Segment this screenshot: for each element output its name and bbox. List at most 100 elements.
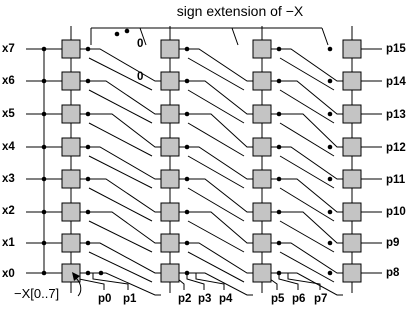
cell-r1-c1	[160, 71, 180, 91]
cell-link-r6-c2	[271, 242, 343, 274]
right-labels: p15 p14 p13 p12 p11 p10 p9 p8	[386, 43, 406, 279]
cell-r0-c2	[252, 39, 272, 59]
right-output-dot-1	[327, 78, 333, 84]
bottom-output-wire-1	[92, 273, 129, 290]
link-dot-r2-c0	[85, 111, 91, 117]
diag-wire-r2-c1	[187, 122, 245, 157]
row-label-x4: x4	[2, 141, 15, 153]
link-dot-r4-c0	[85, 176, 91, 182]
row-input-dot-2	[41, 111, 47, 117]
link-dot-r6-c1	[184, 240, 190, 246]
right-output-dot-0	[327, 46, 333, 52]
row-input-dot-3	[41, 144, 47, 150]
sign-extension-dot-b	[124, 28, 130, 34]
cell-r0-c1	[160, 39, 180, 59]
link-dot-r3-c0	[85, 144, 91, 150]
cell-r6-c0	[61, 233, 81, 253]
neg-x-input-label: −X[0..7]	[14, 286, 59, 301]
diag-wire-r2-c2	[279, 122, 335, 157]
row-input-dot-4	[41, 176, 47, 182]
cell-r3-c2	[252, 137, 272, 157]
link-dot-r7-c2	[276, 270, 282, 276]
cell-r5-c2	[252, 202, 272, 222]
diag-wire-r3-c0	[88, 155, 153, 189]
row-input-dot-7	[41, 270, 47, 276]
cell-r4-c2	[252, 169, 272, 189]
link-dot-r7-c0	[85, 270, 91, 276]
link-dot-r1-c1	[184, 78, 190, 84]
row-label-x3: x3	[2, 173, 15, 185]
link-dot-r0-c0	[85, 46, 91, 52]
right-output-dot-2	[327, 111, 333, 117]
cell-r0-c3	[342, 39, 362, 59]
cell-link-r6-c1	[179, 242, 253, 274]
link-dot-r6-c2	[276, 240, 282, 246]
row-label-x1: x1	[2, 237, 15, 249]
link-dot-r0-c2	[276, 46, 282, 52]
sign-extension-drop-1	[139, 27, 147, 46]
cell-link-r5-c1	[179, 211, 253, 244]
diag-wire-r6-c2	[279, 251, 335, 283]
sign-extension-title: sign extension of −X	[177, 3, 304, 19]
diag-wire-r2-c0	[88, 122, 153, 157]
cell-link-r3-c1	[179, 146, 253, 180]
cell-link-r6-c0	[80, 242, 161, 274]
cell-r6-c2	[252, 233, 272, 253]
output-label-p6: p6	[292, 293, 305, 305]
diag-wire-r6-c0	[88, 251, 153, 283]
diag-wire-r3-c1	[187, 155, 245, 189]
cell-link-r1-c0	[80, 80, 161, 115]
output-label-p8: p8	[386, 267, 400, 279]
cell-r3-c0	[61, 137, 81, 157]
cell-r0-c0	[61, 39, 81, 59]
cell-r4-c3	[342, 169, 362, 189]
wiring	[26, 26, 382, 296]
cell-r5-c3	[342, 202, 362, 222]
row-label-x2: x2	[2, 205, 15, 217]
cell-r2-c1	[160, 104, 180, 124]
output-label-p7: p7	[314, 293, 327, 305]
zero-input-label-top: 0	[137, 38, 143, 50]
diag-wire-r5-c1	[187, 220, 245, 253]
diag-wire-r4-c1	[187, 187, 245, 222]
link-dot-r1-c0	[85, 78, 91, 84]
output-label-p12: p12	[386, 142, 406, 154]
cell-r2-c3	[342, 104, 362, 124]
diag-wire-r1-c0	[88, 89, 153, 124]
row-input-dot-6	[41, 240, 47, 246]
row-label-x6: x6	[2, 75, 15, 87]
cell-link-r3-c0	[80, 146, 161, 180]
sign-extension-drop-2	[231, 27, 239, 46]
cell-r7-c2	[252, 263, 272, 283]
row-input-dot-5	[41, 209, 47, 215]
right-output-dot-4	[327, 176, 333, 182]
right-output-dot-6	[327, 240, 333, 246]
sign-extension-drop-3	[321, 27, 329, 46]
link-dot-r0-c1	[184, 46, 190, 52]
output-label-p4: p4	[219, 293, 233, 305]
diag-wire-r0-c0	[88, 57, 153, 91]
right-output-dot-5	[327, 209, 333, 215]
junction-dots	[41, 28, 333, 276]
bottom-output-wire-6	[278, 273, 299, 290]
link-dot-r4-c1	[184, 176, 190, 182]
link-dot-r3-c1	[184, 144, 190, 150]
output-label-p3: p3	[198, 293, 211, 305]
neg-x-arrow	[75, 277, 82, 297]
link-dot-r1-c2	[276, 78, 282, 84]
cell-link-r1-c2	[271, 80, 343, 115]
cell-r5-c0	[61, 202, 81, 222]
cell-r2-c2	[252, 104, 272, 124]
row-input-dot-1	[41, 78, 47, 84]
cell-r1-c0	[61, 71, 81, 91]
cell-link-r7-c0	[80, 272, 161, 296]
diag-wire-r5-c0	[88, 220, 153, 253]
output-label-p9: p9	[386, 237, 399, 249]
cell-r1-c3	[342, 71, 362, 91]
right-output-dot-7	[327, 270, 333, 276]
output-label-p1: p1	[123, 293, 137, 305]
output-label-p15: p15	[386, 43, 406, 55]
cell-r4-c1	[160, 169, 180, 189]
link-dot-r6-c0	[85, 240, 91, 246]
